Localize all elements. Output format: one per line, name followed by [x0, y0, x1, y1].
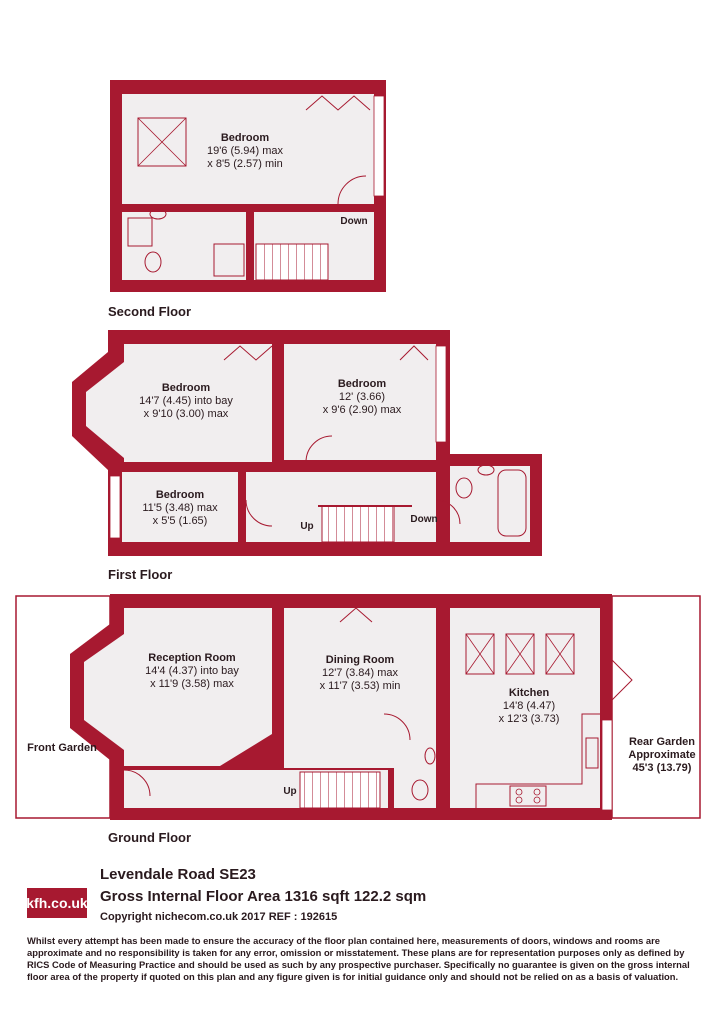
ground-floor-stairs	[299, 771, 381, 809]
first-floor-stairs	[321, 505, 395, 543]
second-floor-bedroom-floor	[122, 94, 374, 204]
toilet-icon	[411, 779, 429, 801]
skylight-cross	[545, 633, 575, 675]
second-floor-stairs-down-label: Down	[340, 216, 367, 227]
first-floor-plan: Bedroom 14'7 (4.45) into bay x 9'10 (3.0…	[72, 330, 542, 582]
kitchen-worktop	[475, 713, 600, 808]
door-swing	[245, 499, 273, 527]
disclaimer-text: Whilst every attempt has been made to en…	[27, 935, 690, 982]
first-floor-bedroom-small-name: Bedroom	[156, 489, 205, 501]
wardrobe-door	[305, 95, 371, 111]
ground-floor-title: Ground Floor	[108, 830, 191, 845]
hob-ring	[533, 788, 541, 796]
rear-garden-length: 45'3 (13.79)	[633, 762, 692, 774]
dining-room-dim2: x 11'7 (3.53) min	[320, 680, 401, 692]
second-floor-plan: Bedroom 19'6 (5.94) max x 8'5 (2.57) min…	[108, 80, 386, 319]
kitchen-dim1: 14'8 (4.47)	[503, 700, 555, 712]
shower-tray	[213, 243, 245, 277]
basin-icon	[477, 464, 495, 476]
bathtub	[497, 469, 527, 537]
property-address: Levendale Road SE23	[100, 866, 256, 883]
wardrobe-door	[223, 345, 273, 361]
first-floor-bedroom-front-floor	[86, 344, 272, 462]
first-floor-bedroom-rear-name: Bedroom	[338, 378, 387, 390]
first-floor-bedroom-front-name: Bedroom	[162, 382, 211, 394]
rear-garden-approx: Approximate	[628, 749, 695, 761]
wardrobe-door	[339, 607, 373, 623]
second-floor-stairs	[255, 243, 329, 281]
first-floor-bedroom-front-dim2: x 9'10 (3.00) max	[144, 408, 229, 420]
first-floor-bedroom-rear-floor	[284, 344, 436, 460]
wardrobe-door	[399, 345, 429, 361]
rear-garden-outline	[611, 595, 701, 819]
window	[109, 475, 121, 539]
skylight-cross	[465, 633, 495, 675]
second-floor-title: Second Floor	[108, 304, 191, 319]
rear-garden-label: Rear Garden	[629, 736, 695, 748]
first-floor-bathroom-floor	[450, 466, 530, 542]
first-floor-bedroom-small-floor	[122, 472, 238, 542]
gross-internal-area: Gross Internal Floor Area 1316 sqft 122.…	[100, 888, 427, 905]
kitchen-floor	[450, 608, 600, 808]
hob-icon	[509, 785, 547, 807]
french-doors	[611, 659, 633, 701]
sink-icon	[585, 737, 599, 769]
basin-icon	[149, 208, 167, 220]
ground-floor-wc-floor	[394, 740, 436, 808]
reception-room-dim1: 14'4 (4.37) into bay	[145, 665, 239, 677]
window	[435, 345, 447, 443]
window	[601, 719, 613, 811]
hob-ring	[533, 796, 541, 804]
hob-ring	[515, 788, 523, 796]
window	[373, 95, 385, 197]
toilet-icon	[455, 477, 473, 499]
first-floor-bedroom-small-dim1: 11'5 (3.48) max	[142, 502, 218, 514]
first-floor-bedroom-small-dim2: x 5'5 (1.65)	[153, 515, 208, 527]
hob-ring	[515, 796, 523, 804]
kitchen-name: Kitchen	[509, 687, 550, 699]
basin-icon	[424, 747, 436, 765]
ground-floor-plan: Reception Room 14'4 (4.37) into bay x 11…	[15, 594, 701, 845]
front-garden-label: Front Garden	[27, 742, 97, 754]
skylight-cross	[505, 633, 535, 675]
agency-logo: kfh.co.uk	[26, 888, 88, 918]
copyright-reference: Copyright nichecom.co.uk 2017 REF : 1926…	[100, 911, 338, 923]
dining-room-dim1: 12'7 (3.84) max	[322, 667, 399, 679]
first-floor-bedroom-rear-dim1: 12' (3.66)	[339, 391, 385, 403]
first-floor-bedroom-front-dim1: 14'7 (4.45) into bay	[139, 395, 233, 407]
skylight-cross	[137, 117, 187, 167]
door-swing	[337, 175, 367, 205]
door-swing	[383, 713, 411, 741]
first-floor-title: First Floor	[108, 567, 172, 582]
door-swing	[435, 499, 461, 525]
second-floor-bedroom-name: Bedroom	[221, 132, 270, 144]
toilet-icon	[144, 251, 162, 273]
reception-room-dim2: x 11'9 (3.58) max	[150, 678, 234, 690]
second-floor-bedroom-dim2: x 8'5 (2.57) min	[207, 158, 282, 170]
first-floor-bedroom-rear-dim2: x 9'6 (2.90) max	[323, 404, 402, 416]
ground-floor-stairs-up-label: Up	[283, 786, 296, 797]
reception-room-floor	[84, 608, 272, 766]
first-floor-stairs-up-label: Up	[300, 521, 313, 532]
kitchen-dim2: x 12'3 (3.73)	[499, 713, 560, 725]
skylight	[465, 633, 495, 675]
skylight	[505, 633, 535, 675]
dining-room-name: Dining Room	[326, 654, 395, 666]
door-swing	[123, 769, 151, 797]
skylight	[545, 633, 575, 675]
skylight	[137, 117, 187, 167]
reception-room-name: Reception Room	[148, 652, 236, 664]
second-floor-bedroom-dim1: 19'6 (5.94) max	[207, 145, 284, 157]
door-swing	[305, 435, 333, 463]
first-floor-stairs-down-label: Down	[410, 514, 437, 525]
bath-panel	[127, 217, 153, 247]
